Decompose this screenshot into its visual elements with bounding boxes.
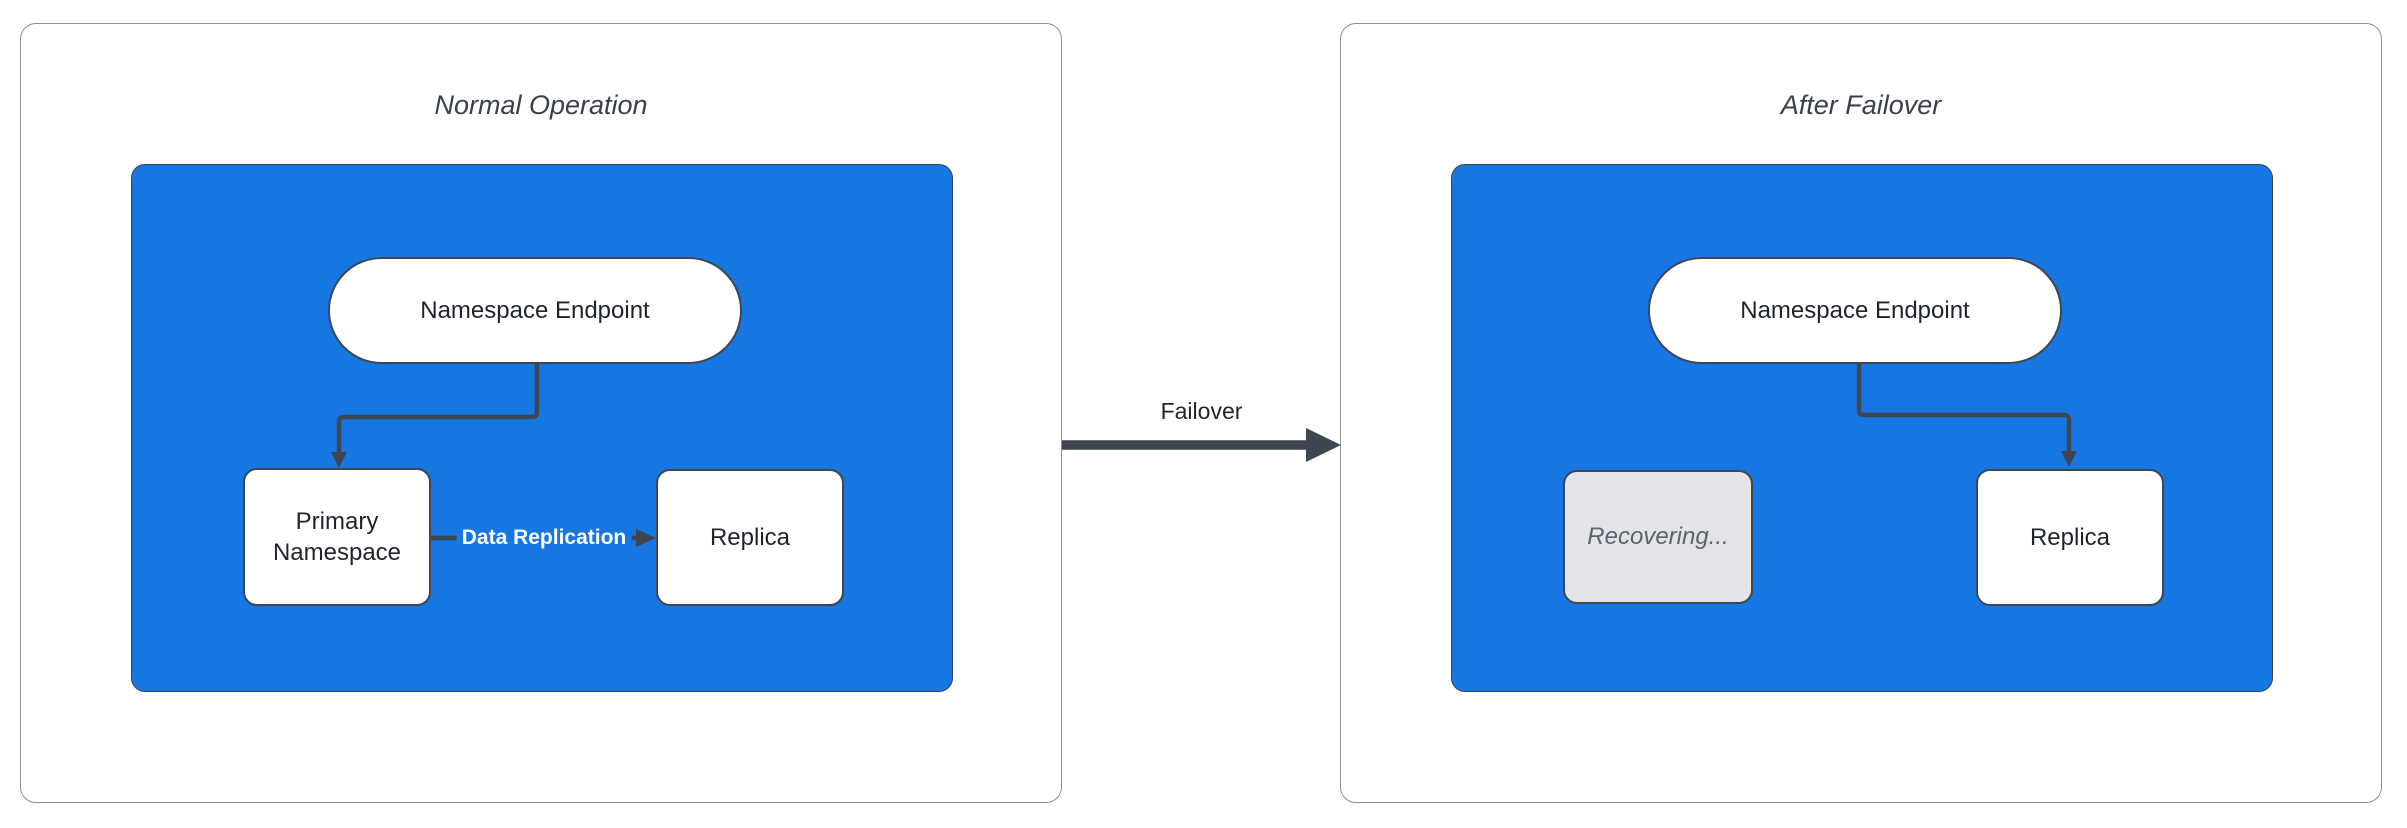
node-namespace-endpoint-label: Namespace Endpoint — [420, 296, 650, 324]
node-namespace-endpoint-label: Namespace Endpoint — [1740, 296, 1970, 324]
node-replica-label: Replica — [709, 523, 791, 551]
cluster-after-failover: Namespace Endpoint Recovering... Replica — [1451, 164, 2273, 692]
node-recovering-label: Recovering... — [1587, 523, 1729, 551]
panel-normal-operation: Normal Operation Namespace Endpoint Prim… — [20, 23, 1062, 803]
arrowhead-down-icon — [331, 452, 347, 468]
node-namespace-endpoint: Namespace Endpoint — [328, 257, 742, 364]
node-primary-namespace: Primary Namespace — [243, 468, 431, 606]
panel-title-normal-operation: Normal Operation — [434, 90, 648, 120]
node-replica-label: Replica — [2029, 523, 2111, 551]
cluster-normal-operation: Namespace Endpoint Primary Namespace Dat… — [131, 164, 953, 692]
data-replication-arrow — [431, 529, 656, 547]
arrowhead-right-icon — [636, 529, 656, 547]
node-replica: Replica — [1976, 469, 2164, 606]
endpoint-to-primary-arrow — [331, 364, 540, 468]
node-replica: Replica — [656, 469, 844, 606]
node-namespace-endpoint: Namespace Endpoint — [1648, 257, 2062, 364]
panel-after-failover: After Failover Namespace Endpoint Recove… — [1340, 23, 2382, 803]
panel-title-after-failover: After Failover — [1780, 90, 1942, 120]
node-recovering: Recovering... — [1563, 470, 1753, 604]
endpoint-to-primary-line — [336, 364, 540, 454]
arrowhead-right-icon — [1306, 428, 1341, 462]
node-primary-namespace-label: Primary Namespace — [272, 507, 402, 566]
endpoint-to-replica-line — [1856, 364, 2072, 453]
data-replication-label: Data Replication — [456, 524, 632, 552]
endpoint-to-replica-arrow — [1856, 364, 2077, 467]
arrowhead-down-icon — [2061, 451, 2077, 467]
failover-label: Failover — [1160, 398, 1243, 424]
